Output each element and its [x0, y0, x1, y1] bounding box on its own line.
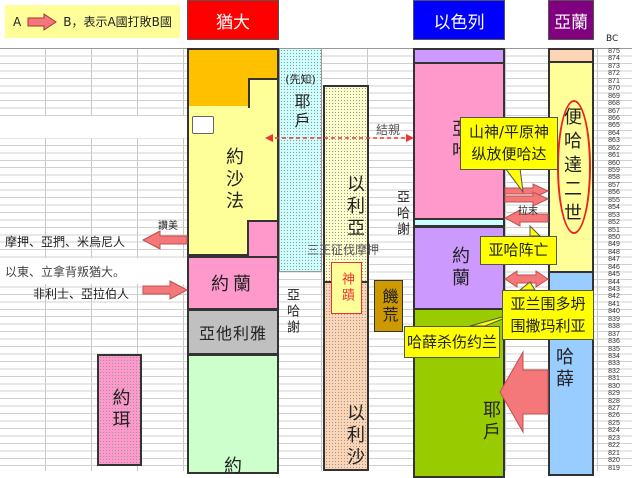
- year-tick: 832: [608, 367, 620, 375]
- year-tick: 851: [608, 226, 620, 234]
- famine-box: 饑荒: [374, 280, 403, 332]
- year-tick: 838: [608, 323, 620, 331]
- year-tick: 824: [608, 427, 620, 435]
- grid-blank-row: [0, 258, 187, 284]
- year-tick: 873: [608, 62, 620, 70]
- callout-hazael: 哈薛杀伤约兰: [404, 326, 500, 358]
- callout-aram-siege: 亚兰围多坍围撒玛利亚: [502, 290, 594, 340]
- year-tick: 837: [608, 330, 620, 338]
- judah-jehoshaphat-notch: [248, 78, 277, 108]
- header-aram: 亞蘭: [548, 0, 594, 40]
- year-tick: 833: [608, 360, 620, 368]
- year-tick: 875: [608, 48, 620, 55]
- marriage-note: 結親: [376, 123, 401, 137]
- prophet-elijah: 以利亞: [323, 85, 369, 283]
- legend: A B，表示A國打敗B國: [5, 5, 180, 38]
- ahaziah-judah-label: 亞哈謝: [284, 288, 299, 336]
- legend-arrow-icon: [27, 12, 58, 31]
- prophet-jehu: (先知) 耶戶: [279, 48, 322, 272]
- praise-note: 讚美: [158, 221, 178, 232]
- year-tick: 835: [608, 345, 620, 353]
- year-tick: 861: [608, 152, 620, 160]
- year-tick: 874: [608, 55, 620, 63]
- grid-blank-row: [0, 116, 187, 138]
- year-tick: 848: [608, 248, 620, 256]
- miracles-box: 神蹟: [331, 262, 362, 314]
- year-tick: 872: [608, 70, 620, 78]
- year-tick: 842: [608, 293, 620, 301]
- year-tick: 830: [608, 382, 620, 390]
- arrow-left-moab: [141, 230, 188, 250]
- year-tick: 860: [608, 159, 620, 167]
- year-tick: 822: [608, 442, 620, 450]
- year-tick: 853: [608, 211, 620, 219]
- moab-note: 摩押、亞捫、米烏尼人: [5, 235, 126, 249]
- year-tick: 854: [608, 204, 620, 212]
- year-tick: 828: [608, 397, 620, 405]
- three-kings-note: 三王征伐摩押: [307, 243, 380, 257]
- year-tick: 845: [608, 271, 620, 279]
- header-israel: 以色列: [413, 0, 505, 40]
- year-tick: 849: [608, 241, 620, 249]
- scroll-icon: [192, 116, 214, 134]
- edom-note: 以東、立拿背叛猶大。: [5, 265, 126, 279]
- philistines-note: 非利士、亞拉伯人: [33, 287, 130, 301]
- year-tick: 863: [608, 137, 620, 145]
- bc-label: BC: [606, 34, 619, 44]
- header-judah: 猶大: [187, 0, 279, 40]
- year-tick: 847: [608, 256, 620, 264]
- judah-joash: 約: [187, 354, 279, 477]
- year-tick: 846: [608, 263, 620, 271]
- year-tick: 855: [608, 196, 620, 204]
- arrow-double: [504, 270, 549, 288]
- year-tick: 862: [608, 144, 620, 152]
- year-tick: 857: [608, 181, 620, 189]
- year-tick: 829: [608, 390, 620, 398]
- year-tick: 821: [608, 449, 620, 457]
- callout-ahab-death: 亚哈阵亡: [480, 236, 557, 265]
- arrow-left-ramoth: [503, 209, 549, 227]
- year-tick: 870: [608, 85, 620, 93]
- year-tick: 844: [608, 278, 620, 286]
- prophet-joel: 約珥: [97, 354, 142, 466]
- legend-a: A: [13, 14, 22, 29]
- year-tick: 836: [608, 338, 620, 346]
- ahaziah-israel-label: 亞哈謝: [394, 190, 409, 238]
- arrow-right-2: [504, 191, 550, 207]
- year-tick: 859: [608, 167, 620, 174]
- year-tick: 850: [608, 233, 620, 241]
- legend-text: B，表示A國打敗B國: [63, 15, 172, 29]
- year-tick: 839: [608, 315, 620, 323]
- year-tick: 858: [608, 174, 620, 182]
- arrow-left-big: [499, 350, 549, 434]
- year-tick: 866: [608, 114, 620, 122]
- judah-jehoram: 約蘭: [187, 256, 279, 310]
- year-tick: 871: [608, 77, 620, 85]
- year-tick: 834: [608, 352, 620, 360]
- callout-mountain-god: 山神/平原神纵放便哈达: [460, 117, 558, 170]
- year-tick: 852: [608, 219, 620, 227]
- year-tick: 864: [608, 129, 620, 137]
- year-tick: 841: [608, 300, 620, 308]
- year-tick: 840: [608, 308, 620, 316]
- judah-jehoram-notch: [247, 220, 279, 258]
- year-tick: 823: [608, 434, 620, 442]
- year-tick: 843: [608, 286, 620, 293]
- highlight-ellipse: [557, 100, 591, 234]
- arrow-right-philistines: [142, 280, 189, 300]
- year-tick: 819: [608, 464, 620, 472]
- year-tick: 825: [608, 419, 620, 427]
- year-tick: 826: [608, 412, 620, 420]
- year-tick: 831: [608, 375, 620, 383]
- year-tick: 867: [608, 107, 620, 115]
- year-tick: 868: [608, 100, 620, 108]
- year-tick: 856: [608, 189, 620, 197]
- year-tick: 827: [608, 405, 620, 412]
- year-tick: 865: [608, 122, 620, 130]
- year-tick: 869: [608, 92, 620, 100]
- year-tick: 820: [608, 457, 620, 465]
- ramoth-note: 拉末: [518, 206, 538, 217]
